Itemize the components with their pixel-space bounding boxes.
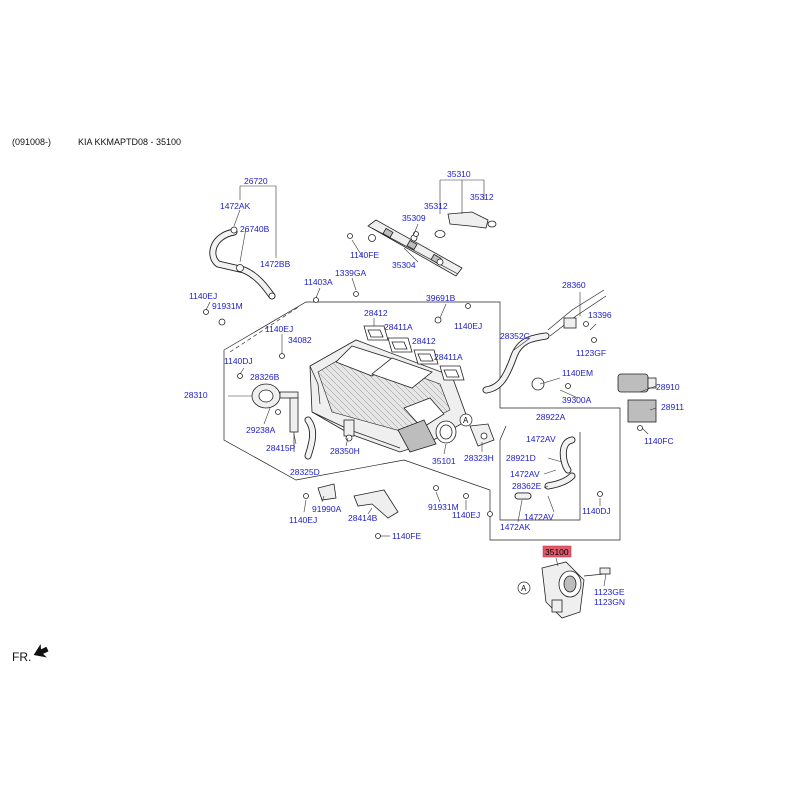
vacuum-hose-left bbox=[304, 416, 317, 460]
part-label-28362e: 28362E bbox=[512, 481, 542, 491]
ref-a-lower bbox=[517, 581, 531, 595]
sensor-28323h bbox=[469, 423, 495, 447]
part-label-1140ej-c: 1140EJ bbox=[265, 324, 293, 334]
part-label-91931m-b: 91931M bbox=[428, 502, 459, 512]
front-marker: FR. bbox=[12, 650, 32, 664]
highlight-box bbox=[542, 545, 572, 558]
part-label-1140fe-bot: 1140FE bbox=[392, 531, 421, 541]
part-label-28921d: 28921D bbox=[506, 453, 536, 463]
part-label-1123gn: 1123GN bbox=[594, 597, 625, 607]
part-label-28922a: 28922A bbox=[536, 412, 566, 422]
ref-a-upper-label: A bbox=[463, 416, 469, 425]
model-info: KIA KKMAPTD08 - 35100 bbox=[78, 137, 182, 147]
part-label-28412-a: 28412 bbox=[364, 308, 388, 318]
part-label-1472ak-bot: 1472AK bbox=[500, 522, 531, 532]
fasteners bbox=[203, 233, 603, 539]
breather-hose bbox=[209, 226, 276, 300]
part-label-28411a-b: 28411A bbox=[434, 352, 463, 362]
part-label-28414b: 28414B bbox=[348, 513, 378, 523]
part-label-1140fc: 1140FC bbox=[644, 436, 674, 446]
assembly-outline bbox=[223, 301, 621, 541]
leader-lines bbox=[205, 223, 657, 587]
ref-a-lower-label: A bbox=[521, 584, 527, 593]
part-label-26720: 26720 bbox=[244, 176, 268, 186]
part-label-35100: 35100 bbox=[545, 547, 569, 557]
part-label-1472av-a: 1472AV bbox=[526, 434, 556, 444]
throttle-gasket bbox=[435, 420, 457, 444]
part-label-11403a: 11403A bbox=[304, 277, 333, 287]
bracket-28414b bbox=[353, 489, 399, 519]
part-label-28323h: 28323H bbox=[464, 453, 494, 463]
gaskets bbox=[363, 325, 465, 381]
part-label-35101: 35101 bbox=[432, 456, 456, 466]
part-label-26740b: 26740B bbox=[240, 224, 270, 234]
part-label-1140ej-e: 1140EJ bbox=[452, 510, 480, 520]
part-label-1140em: 1140EM bbox=[562, 368, 593, 378]
part-label-28350h: 28350H bbox=[330, 446, 360, 456]
part-label-29238a: 29238A bbox=[246, 425, 276, 435]
part-label-1123ge: 1123GE bbox=[594, 587, 625, 597]
sensor-28350h bbox=[343, 419, 355, 442]
part-label-91931m-a: 91931M bbox=[212, 301, 243, 311]
part-label-1472bb: 1472BB bbox=[260, 259, 291, 269]
injector bbox=[413, 211, 497, 238]
part-label-28310: 28310 bbox=[184, 390, 208, 400]
vacuum-hose-right bbox=[514, 436, 576, 500]
part-label-28352c: 28352C bbox=[500, 331, 530, 341]
part-label-28911: 28911 bbox=[661, 402, 684, 412]
purge-valve bbox=[531, 373, 657, 431]
throttle-body bbox=[541, 561, 611, 619]
part-label-1140dj-b: 1140DJ bbox=[582, 506, 611, 516]
ref-a-upper bbox=[459, 413, 473, 427]
part-label-39300a: 39300A bbox=[562, 395, 592, 405]
part-label-35309: 35309 bbox=[402, 213, 426, 223]
part-label-1472ak-top: 1472AK bbox=[220, 201, 251, 211]
part-label-28325d: 28325D bbox=[290, 467, 320, 477]
bracket-91990a bbox=[317, 483, 337, 501]
part-label-28326b: 28326B bbox=[250, 372, 280, 382]
front-arrow-icon bbox=[33, 643, 49, 658]
pcv-hose bbox=[482, 289, 607, 394]
part-label-28412-b: 28412 bbox=[412, 336, 436, 346]
part-label-1339ga: 1339GA bbox=[335, 268, 367, 278]
part-label-39691b: 39691B bbox=[426, 293, 456, 303]
part-label-1140fe-top: 1140FE bbox=[350, 250, 379, 260]
part-label-13396: 13396 bbox=[588, 310, 612, 320]
part-label-1472av-c: 1472AV bbox=[524, 512, 554, 522]
part-label-91990a: 91990A bbox=[312, 504, 342, 514]
date-code: (091008-) bbox=[12, 137, 52, 147]
part-label-28360: 28360 bbox=[562, 280, 586, 290]
part-label-1140ej-d: 1140EJ bbox=[289, 515, 317, 525]
fuel-rail bbox=[367, 219, 463, 277]
part-label-28910: 28910 bbox=[656, 382, 680, 392]
part-label-1140ej-a: 1140EJ bbox=[189, 291, 217, 301]
part-label-1472av-b: 1472AV bbox=[510, 469, 540, 479]
part-label-28411a-a: 28411A bbox=[384, 322, 413, 332]
part-label-35304: 35304 bbox=[392, 260, 416, 270]
actuator bbox=[237, 373, 299, 452]
part-label-1140dj-a: 1140DJ bbox=[224, 356, 253, 366]
part-label-35312-a: 35312 bbox=[424, 201, 448, 211]
part-label-1140ej-b: 1140EJ bbox=[454, 321, 482, 331]
part-label-1123gf: 1123GF bbox=[576, 348, 606, 358]
part-label-35312-b: 35312 bbox=[470, 192, 494, 202]
part-label-35310: 35310 bbox=[447, 169, 471, 179]
part-label-28415p: 28415P bbox=[266, 443, 296, 453]
part-label-34082: 34082 bbox=[288, 335, 312, 345]
